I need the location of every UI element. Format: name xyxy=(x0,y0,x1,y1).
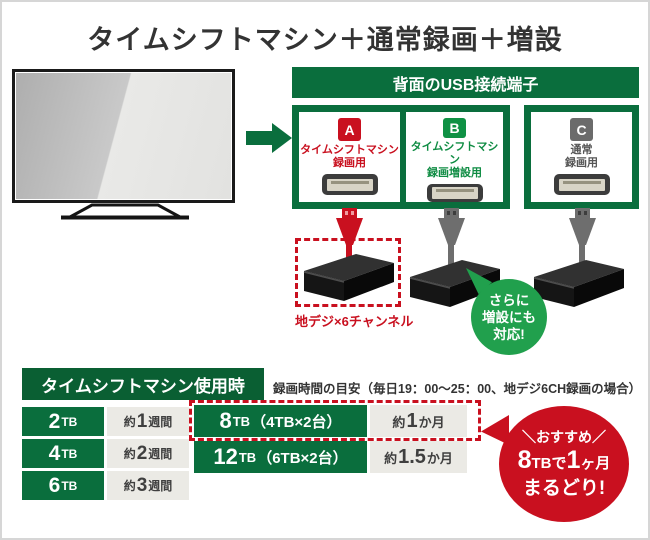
duration-unit: か月 xyxy=(426,450,453,466)
hdd-dashed-highlight xyxy=(295,238,401,307)
plug-hole xyxy=(584,211,587,215)
port-label-c: 通常 録画用 xyxy=(565,144,598,170)
capacity-unit: TB xyxy=(61,478,78,493)
usb-cable-b xyxy=(448,244,454,270)
bubble-line3: 対応! xyxy=(493,326,525,342)
arrow-head-icon xyxy=(272,123,292,153)
badge-month-unit: ヶ月 xyxy=(580,455,611,472)
port-badge-c: C xyxy=(570,118,593,141)
usb-plug-icon-a xyxy=(342,208,357,218)
usage-note: 録画時間の目安（毎日19：00～25：00、地デジ6CH録画の場合） xyxy=(273,382,642,396)
capacity-unit: TB xyxy=(232,413,251,429)
duration-prefix: 約 xyxy=(123,415,136,429)
channel-label: 地デジ×6チャンネル xyxy=(295,314,414,329)
arrow-icon xyxy=(246,131,272,145)
badge-month-number: 1 xyxy=(566,446,581,474)
recommend-badge: ＼おすすめ／ 8TBで1ヶ月 まるどり! xyxy=(499,406,629,522)
usb-port-icon xyxy=(426,183,483,202)
hdd-icon-1 xyxy=(303,254,394,301)
plug-hole xyxy=(345,211,348,215)
port-label-b-line1: タイムシフトマシン xyxy=(410,140,499,166)
duration-value: 2 xyxy=(136,442,148,464)
usb-cable-a xyxy=(346,244,352,258)
capacity-value: 12 xyxy=(213,444,238,469)
usb-port-slot xyxy=(431,186,478,199)
bubble-line1: さらに xyxy=(488,292,530,308)
capacity-detail: （4TB×2台） xyxy=(251,413,342,431)
plug-hole xyxy=(447,211,450,215)
row-dashed-highlight xyxy=(189,400,481,441)
expansion-bubble: さらに 増設にも 対応! xyxy=(471,279,547,355)
duration-value: 3 xyxy=(136,474,148,496)
duration-prefix: 約 xyxy=(384,450,398,466)
capacity-value: 4 xyxy=(48,441,61,465)
capacity-value: 6 xyxy=(48,473,61,497)
bubble-line2: 増設にも xyxy=(482,309,536,325)
hdd-icon-2 xyxy=(409,260,500,307)
duration-prefix: 約 xyxy=(123,479,136,493)
recommend-badge-bottom: まるどり! xyxy=(522,478,606,499)
capacity-unit: TB xyxy=(238,449,257,465)
capacity-unit: TB xyxy=(61,446,78,461)
page-title: タイムシフトマシン＋通常録画＋増設 xyxy=(87,25,563,55)
usb-plug-icon-b xyxy=(444,208,459,218)
usb-plug-icon-c xyxy=(575,208,590,218)
capacity-value: 8 xyxy=(219,408,232,433)
duration-value: 1 xyxy=(136,410,148,432)
port-box-c: C 通常 録画用 xyxy=(531,112,632,202)
plug-hole xyxy=(578,211,581,215)
recommend-badge-top: ＼おすすめ／ xyxy=(522,429,606,445)
usb-port-icon xyxy=(321,174,378,195)
duration-value: 1.5 xyxy=(398,445,426,468)
usage-header: タイムシフトマシン使用時 xyxy=(22,368,264,400)
port-box-a: A タイムシフトマシン 録画用 xyxy=(299,112,400,202)
duration-unit: 週間 xyxy=(148,415,173,429)
port-label-a: タイムシフトマシン 録画用 xyxy=(300,144,399,170)
duration-prefix: 約 xyxy=(123,447,136,461)
port-label-a-line2: 録画用 xyxy=(333,157,366,169)
duration-unit: か月 xyxy=(418,414,445,430)
port-label-a-line1: タイムシフトマシン xyxy=(300,144,399,156)
usb-panel-header: 背面のUSB接続端子 xyxy=(292,67,639,98)
port-label-b-line2: 録画増設用 xyxy=(427,166,482,179)
duration-unit: 週間 xyxy=(148,479,173,493)
plug-hole xyxy=(453,211,456,215)
usb-plug-body-b xyxy=(438,218,465,245)
capacity-unit: TB xyxy=(61,414,78,429)
usb-cable-c xyxy=(579,244,585,270)
port-label-c-line1: 通常 xyxy=(570,144,593,156)
usb-port-slot xyxy=(326,178,373,191)
recommend-badge-mid: 8TBで1ヶ月 xyxy=(518,446,611,478)
port-badge-b: B xyxy=(443,118,466,138)
tv-stand xyxy=(61,203,189,220)
usb-port-icon xyxy=(553,174,610,195)
capacity-detail: （6TB×2台） xyxy=(257,449,348,467)
plug-hole xyxy=(351,211,354,215)
hdd-icon-3 xyxy=(533,260,624,307)
usb-port-slot xyxy=(558,178,605,191)
port-badge-a: A xyxy=(338,118,361,141)
duration-prefix: 約 xyxy=(392,414,406,430)
tv-screen xyxy=(16,73,231,199)
usb-plug-body-c xyxy=(569,218,596,245)
port-label-c-line2: 録画用 xyxy=(565,157,598,169)
badge-capacity-number: 8 xyxy=(517,446,532,474)
duration-value: 1 xyxy=(406,409,418,432)
tv-illustration xyxy=(12,69,235,203)
badge-capacity-unit: TBで xyxy=(531,455,567,472)
port-label-b: タイムシフトマシン 録画増設用 xyxy=(406,141,503,180)
port-box-b: B タイムシフトマシン 録画増設用 xyxy=(406,112,503,202)
duration-unit: 週間 xyxy=(148,447,173,461)
capacity-value: 2 xyxy=(48,409,61,433)
